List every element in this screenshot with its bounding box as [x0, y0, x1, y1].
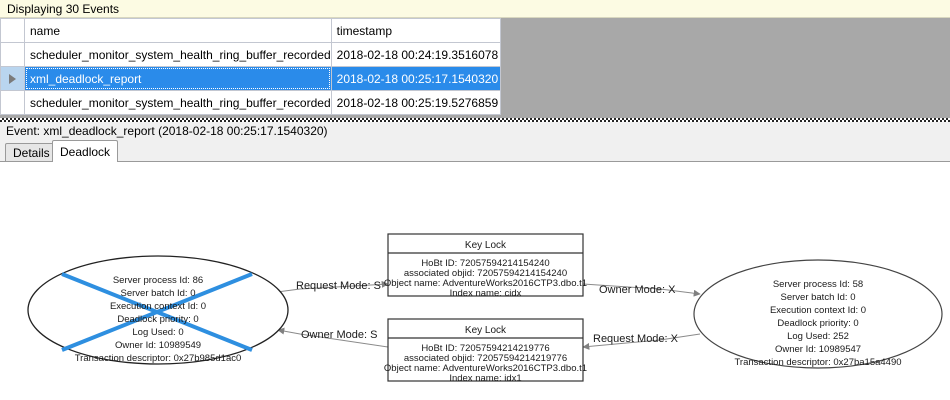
resource-bottom-line-1: associated objid: 72057594214219776 — [404, 353, 567, 364]
event-detail-header: Event: xml_deadlock_report (2018-02-18 0… — [0, 122, 950, 140]
table-row[interactable]: scheduler_monitor_system_health_ring_buf… — [0, 42, 501, 67]
process-right-line-5: Owner Id: 10989547 — [775, 344, 861, 355]
edge-bottom-owner-left — [277, 327, 389, 348]
cell-name[interactable]: scheduler_monitor_system_health_ring_buf… — [24, 42, 332, 67]
process-right-line-3: Deadlock priority: 0 — [777, 318, 858, 329]
detail-tabstrip: Details Deadlock — [0, 140, 950, 162]
edge-top-owner-right — [582, 283, 701, 297]
process-left-line-0: Server process Id: 86 — [113, 275, 203, 286]
cell-timestamp[interactable]: 2018-02-18 00:25:19.5276859 — [330, 90, 501, 115]
tab-details[interactable]: Details — [5, 143, 58, 162]
resource-top-line-2: Object name: AdventureWorks2016CTP3.dbo.… — [384, 278, 587, 289]
event-detail-header-label: Event: xml_deadlock_report (2018-02-18 0… — [6, 124, 328, 138]
resource-bottom-line-3: Index name: idx1 — [449, 373, 521, 384]
cell-timestamp[interactable]: 2018-02-18 00:24:19.3516078 — [330, 42, 501, 67]
edge-label-bottom-owner-left: Owner Mode: S — [301, 329, 377, 341]
edge-label-top-owner-right: Owner Mode: X — [599, 284, 676, 296]
cell-name-text: xml_deadlock_report — [30, 71, 142, 86]
table-row[interactable]: scheduler_monitor_system_health_ring_buf… — [0, 90, 501, 115]
process-left-line-2: Execution context Id: 0 — [110, 301, 206, 312]
process-left-line-3: Deadlock priority: 0 — [117, 314, 198, 325]
resource-top-line-1: associated objid: 72057594214154240 — [404, 268, 567, 279]
process-right-line-4: Log Used: 252 — [787, 331, 849, 342]
current-row-indicator-icon — [9, 74, 16, 84]
process-node-right[interactable]: Server process Id: 58 Server batch Id: 0… — [693, 259, 943, 369]
row-selector-cell[interactable] — [0, 66, 25, 91]
column-header-name[interactable]: name — [24, 18, 332, 43]
horizontal-splitter[interactable] — [0, 118, 950, 122]
events-table-body: scheduler_monitor_system_health_ring_buf… — [0, 42, 501, 115]
deadlock-graph-canvas[interactable]: Request Mode: S Owner Mode: X Owner Mode… — [0, 161, 950, 400]
deadlock-victim-cross-icon — [61, 272, 253, 352]
edge-label-right-request-bottom: Request Mode: X — [593, 333, 679, 345]
table-row-selected[interactable]: xml_deadlock_report 2018-02-18 00:25:17.… — [0, 66, 501, 91]
events-table: name timestamp scheduler_monitor_system_… — [0, 18, 501, 115]
cell-name[interactable]: scheduler_monitor_system_health_ring_buf… — [24, 90, 332, 115]
resource-top-line-0: HoBt ID: 72057594214154240 — [421, 258, 549, 269]
cell-timestamp[interactable]: 2018-02-18 00:25:17.1540320 — [330, 66, 501, 91]
process-right-line-1: Server batch Id: 0 — [781, 292, 856, 303]
events-grid[interactable]: name timestamp scheduler_monitor_system_… — [0, 18, 950, 118]
tab-deadlock[interactable]: Deadlock — [52, 140, 119, 162]
process-node-left[interactable]: Server process Id: 86 Server batch Id: 0… — [27, 255, 289, 365]
edge-left-request-top — [276, 280, 389, 293]
resource-node-top[interactable]: Key Lock HoBt ID: 72057594214154240 asso… — [384, 233, 587, 299]
process-left-line-4: Log Used: 0 — [132, 327, 183, 338]
edge-label-left-request-top: Request Mode: S — [296, 280, 381, 292]
process-left-line-6: Transaction descriptor: 0x27b985d1ac0 — [75, 353, 242, 364]
edge-right-request-bottom — [582, 333, 701, 350]
process-right-line-0: Server process Id: 58 — [773, 279, 863, 290]
process-right-line-6: Transaction descriptor: 0x27ba15a4490 — [734, 357, 901, 368]
resource-bottom-line-2: Object name: AdventureWorks2016CTP3.dbo.… — [384, 363, 587, 374]
column-header-row-selector[interactable] — [0, 18, 25, 43]
row-selector-cell[interactable] — [0, 90, 25, 115]
process-left-line-5: Owner Id: 10989549 — [115, 340, 201, 351]
events-table-header: name timestamp — [0, 18, 501, 43]
resource-top-title: Key Lock — [465, 240, 507, 251]
column-header-timestamp[interactable]: timestamp — [330, 18, 501, 43]
resource-node-bottom[interactable]: Key Lock HoBt ID: 72057594214219776 asso… — [384, 318, 587, 384]
resource-bottom-line-0: HoBt ID: 72057594214219776 — [421, 343, 549, 354]
process-left-line-1: Server batch Id: 0 — [121, 288, 196, 299]
process-right-line-2: Execution context Id: 0 — [770, 305, 866, 316]
row-selector-cell[interactable] — [0, 42, 25, 67]
deadlock-graph-svg: Request Mode: S Owner Mode: X Owner Mode… — [27, 233, 943, 384]
cell-name[interactable]: xml_deadlock_report — [24, 66, 332, 91]
events-banner: Displaying 30 Events — [0, 0, 950, 18]
events-count-label: Displaying 30 Events — [7, 2, 120, 16]
resource-bottom-title: Key Lock — [465, 325, 507, 336]
resource-top-line-3: Index name: cidx — [450, 288, 522, 299]
header-row: name timestamp — [0, 18, 501, 43]
